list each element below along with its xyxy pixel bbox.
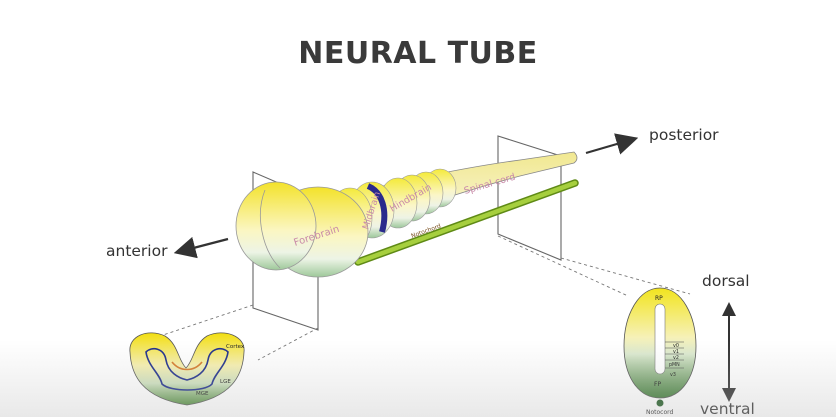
- forebrain-cross-section: Cortex LGE MGE: [129, 332, 245, 406]
- progenitor-domain-lines: [665, 341, 684, 369]
- page-title: NEURAL TUBE: [298, 36, 538, 71]
- ventral-label: ventral: [700, 400, 755, 418]
- neural-tube-body: [235, 151, 578, 278]
- spinal-cord-cross-section: RP v0 v1 v2 pMN v3 FP Notocord: [623, 287, 697, 416]
- lge-label: LGE: [220, 379, 231, 385]
- pmn-label: pMN: [669, 362, 680, 368]
- notocord-label: Notocord: [646, 409, 674, 416]
- rp-label: RP: [655, 295, 663, 302]
- v3-label: v3: [670, 372, 676, 378]
- mge-label: MGE: [196, 391, 209, 397]
- posterior-section-plane: [497, 135, 562, 261]
- v0-label: v0: [673, 343, 679, 349]
- cortex-label: Cortex: [226, 344, 245, 350]
- projection-lines: [159, 235, 691, 361]
- notochord-rod: [354, 179, 579, 266]
- anterior-arrow-icon: [173, 236, 229, 259]
- v2-label: v2: [673, 355, 679, 361]
- posterior-label: posterior: [649, 126, 719, 144]
- dorsal-label: dorsal: [702, 272, 750, 290]
- dorsal-ventral-arrow-icon: [722, 302, 736, 402]
- posterior-arrow-icon: [585, 133, 639, 155]
- fp-label: FP: [654, 381, 661, 388]
- v1-label: v1: [673, 349, 679, 355]
- anterior-label: anterior: [106, 242, 168, 260]
- notocord-dot: [656, 399, 664, 407]
